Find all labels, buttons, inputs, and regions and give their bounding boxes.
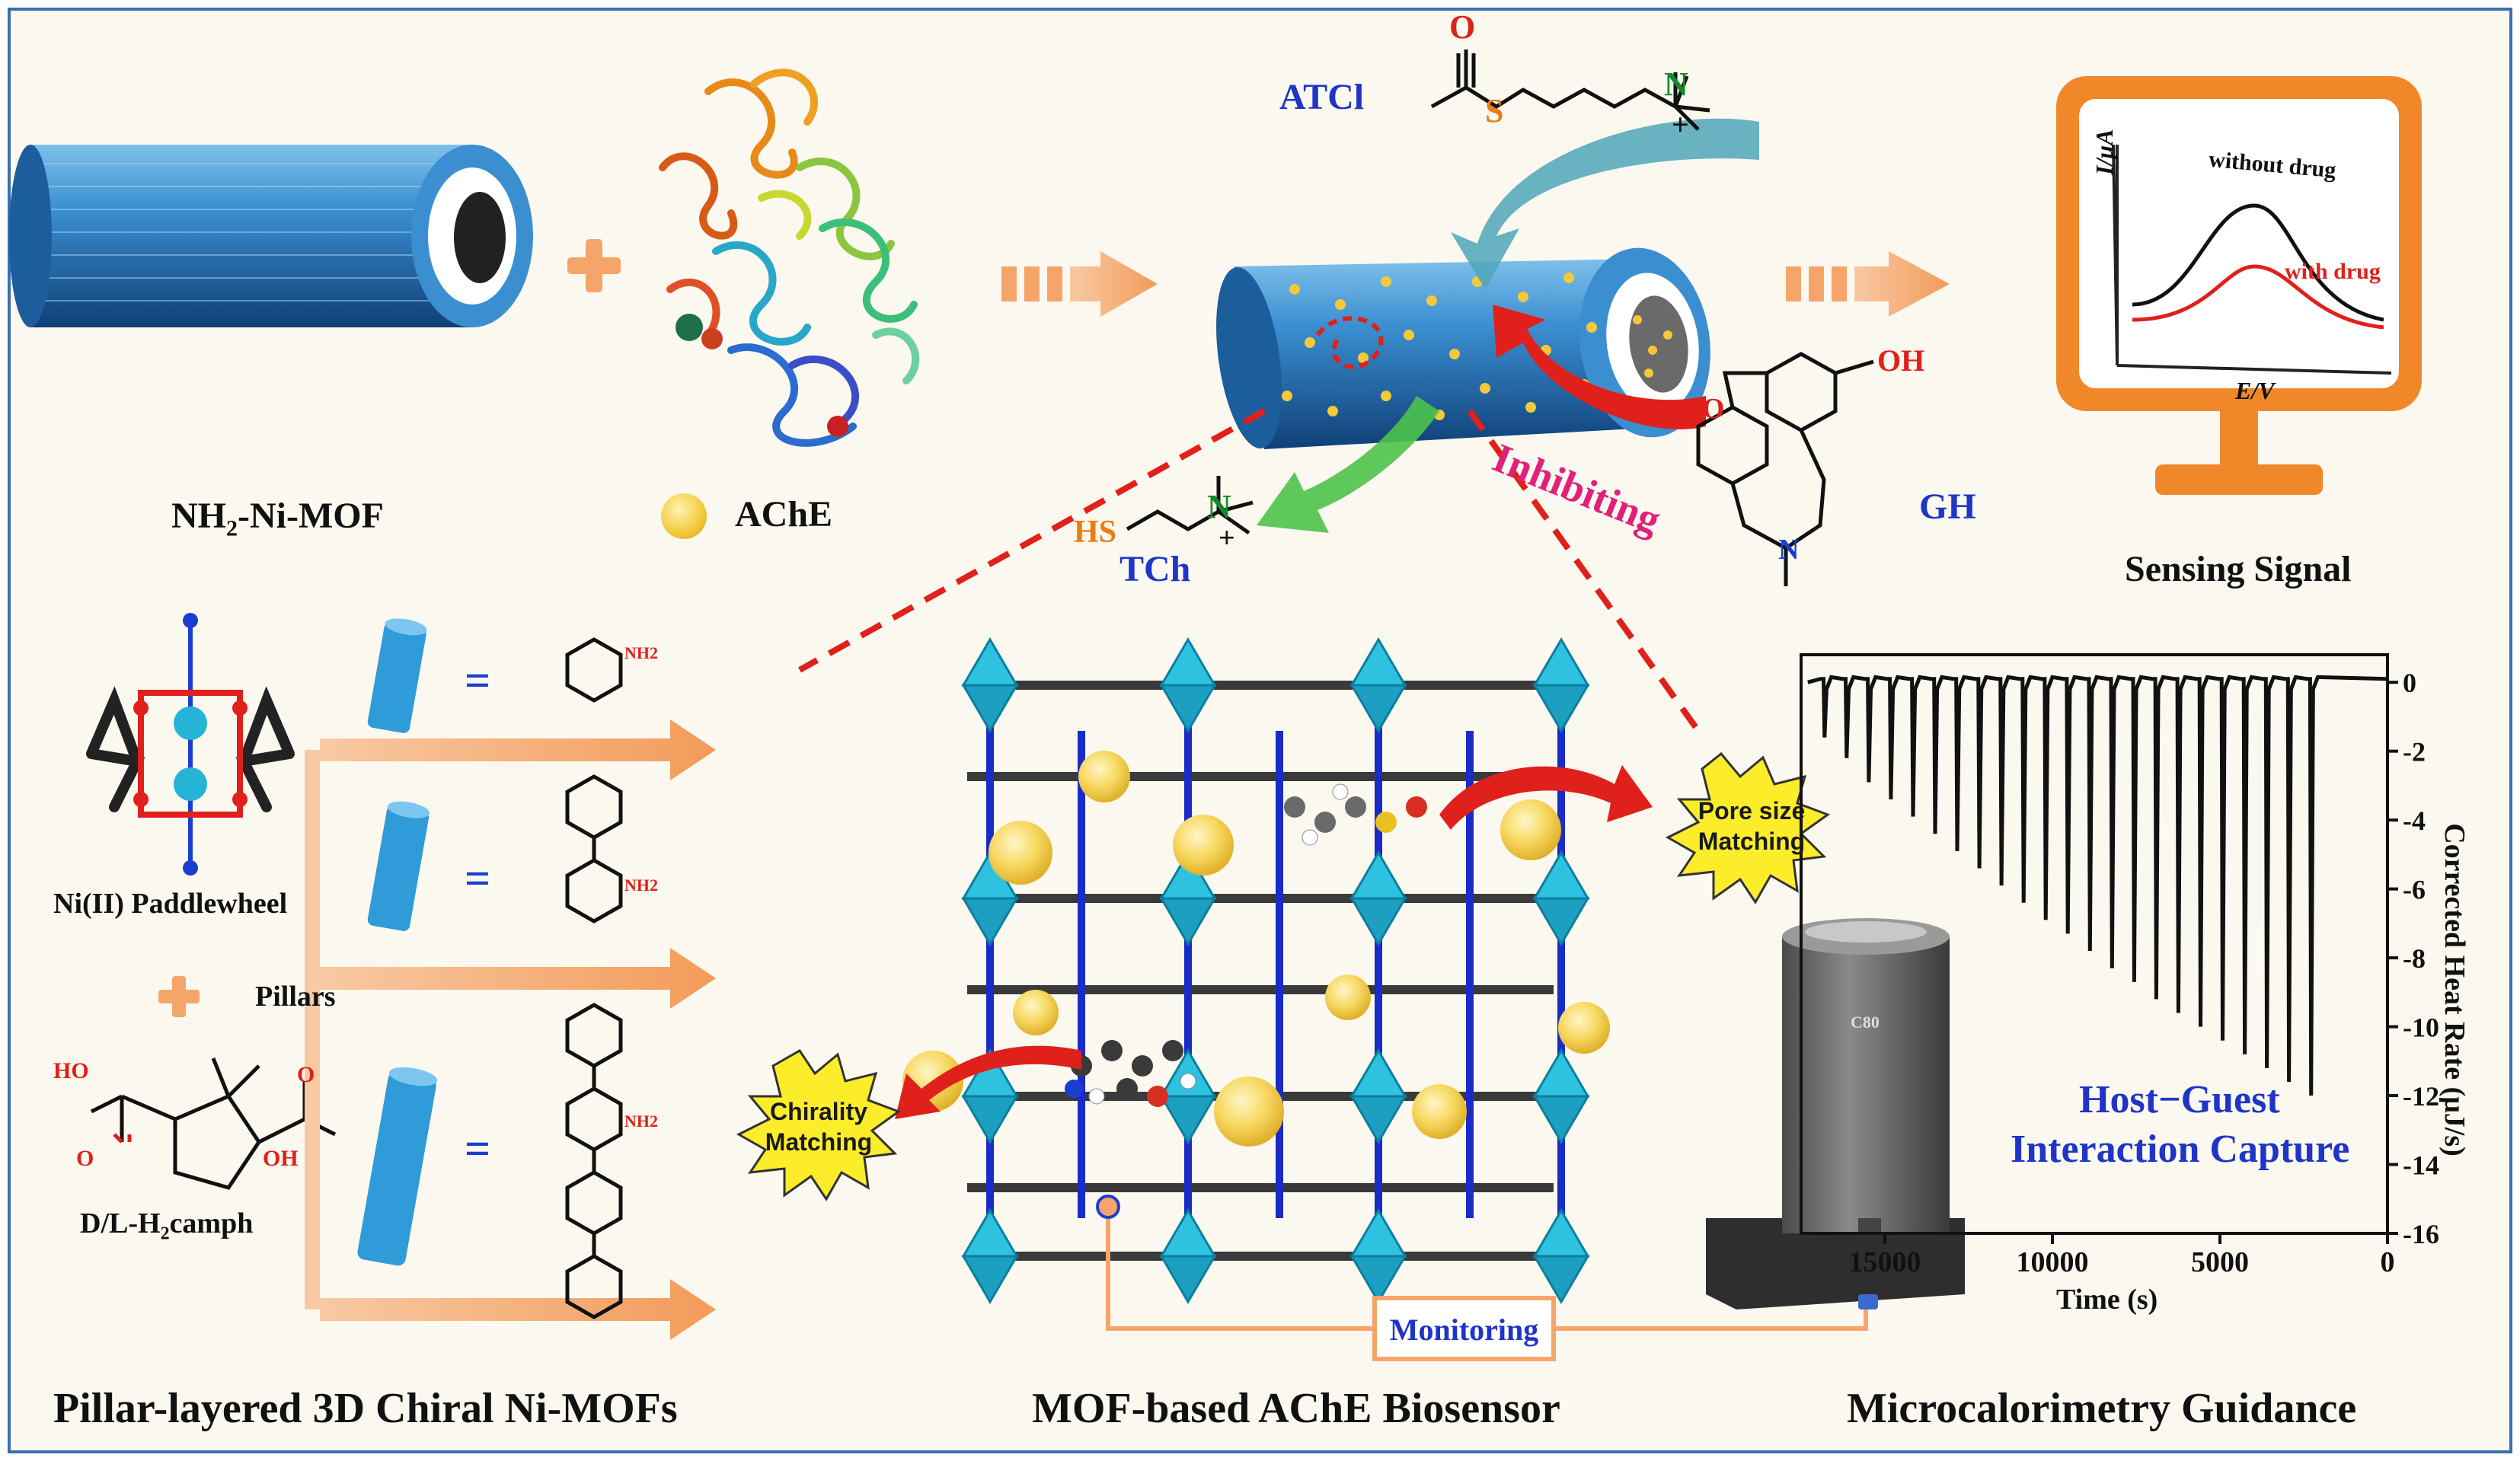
mof-label: NH2-Ni-MOF — [171, 496, 384, 541]
atcl-carbonyl-o: O — [1449, 8, 1476, 46]
tch-nitrogen: N — [1207, 488, 1231, 525]
annotation-line-2: Interaction Capture — [2011, 1128, 2350, 1171]
tch-charge: + — [1218, 522, 1235, 554]
monitoring-label: Monitoring — [1389, 1313, 1539, 1347]
equals-3: = — [465, 1124, 491, 1174]
zoom-line-right — [1467, 409, 1701, 733]
section-title-center: MOF-based AChE Biosensor — [1032, 1385, 1560, 1432]
cv-with-drug-label: with drug — [2285, 259, 2381, 284]
gh-structure — [1696, 352, 1874, 586]
camph-o-left: O — [76, 1146, 94, 1171]
calorimetry-ylabel: Corrected Heat Rate (μJ/s) — [2439, 823, 2470, 1156]
chirality-badge-text: Chirality Matching — [754, 1096, 883, 1157]
atcl-sulfur: S — [1485, 92, 1504, 129]
camph-o-right: O — [297, 1062, 315, 1087]
pillar-cylinders — [357, 618, 438, 1266]
y-tick-label: -4 — [2403, 805, 2426, 836]
monitoring-connector — [1106, 1211, 1868, 1331]
tch-structure — [1126, 476, 1254, 535]
equals-2: = — [465, 853, 491, 904]
pillar-arrows — [305, 719, 716, 1340]
camph-ho: HO — [53, 1058, 89, 1083]
gh-hydroxyl: OH — [1877, 343, 1925, 378]
section-title-left: Pillar-layered 3D Chiral Ni-MOFs — [53, 1385, 678, 1432]
calorimetry-series-line — [1807, 675, 2388, 1096]
atcl-charge: + — [1672, 107, 1689, 142]
pillar-ligand-structures — [565, 637, 623, 1319]
ache-protein-structure — [659, 69, 920, 447]
y-tick-label: -10 — [2403, 1013, 2439, 1043]
cv-ylabel: I/μA — [2090, 129, 2118, 175]
ache-label: AChE — [735, 494, 833, 534]
sensing-signal-label: Sensing Signal — [2125, 549, 2352, 589]
inhibiting-arrow — [1493, 305, 1706, 429]
instrument-label: C80 — [1851, 1013, 1880, 1032]
biosensor-tube — [1216, 247, 1710, 449]
mof-lattice — [902, 637, 1610, 1304]
chirality-badge-line-2: Matching — [765, 1128, 873, 1156]
x-tick-label: 10000 — [2017, 1246, 2089, 1278]
paddlewheel-label: Ni(II) Paddlewheel — [53, 888, 288, 920]
annotation-line-1: Host−Guest — [2079, 1078, 2280, 1121]
monitoring-box — [1372, 1296, 1556, 1361]
cv-xlabel: E/V — [2235, 377, 2275, 404]
section-title-right: Microcalorimetry Guidance — [1847, 1385, 2357, 1432]
y-tick-label: -2 — [2403, 737, 2426, 767]
y-tick-label: -12 — [2403, 1081, 2439, 1112]
camph-oh: OH — [263, 1146, 299, 1171]
zoom-line-left — [798, 408, 1266, 673]
gh-ether-o: O — [1702, 393, 1725, 425]
camph-label: D/L-H2camph — [80, 1207, 253, 1245]
arrow-to-chirality — [895, 1045, 1081, 1119]
camph-label-suffix: camph — [169, 1207, 254, 1239]
calorimetry-xlabel: Time (s) — [2056, 1284, 2158, 1316]
pore-badge-text: Pore size Matching — [1683, 796, 1820, 857]
mof-tube — [9, 145, 533, 327]
atcl-label: ATCl — [1279, 77, 1365, 117]
y-tick-label: -6 — [2403, 875, 2426, 905]
gh-label: GH — [1919, 486, 1976, 527]
arrow-to-pore — [1439, 765, 1653, 830]
pore-badge-line-1: Pore size — [1698, 797, 1806, 825]
nh2-2: NH2 — [624, 876, 658, 895]
gh-nitrogen: N — [1778, 534, 1800, 566]
calorimetry-plot-frame — [1800, 653, 2389, 1235]
sensing-monitor — [2056, 76, 2422, 495]
y-tick-label: -16 — [2403, 1219, 2439, 1249]
pillars-label: Pillars — [255, 981, 336, 1013]
chirality-badge-line-1: Chirality — [769, 1098, 868, 1125]
nh2-3: NH2 — [624, 1112, 658, 1131]
atcl-structure — [1430, 49, 1710, 131]
y-tick-label: 0 — [2403, 668, 2416, 698]
x-tick-label: 5000 — [2191, 1246, 2249, 1278]
camph-label-sub: 2 — [160, 1223, 170, 1244]
pore-badge-line-2: Matching — [1698, 828, 1806, 855]
tch-label: TCh — [1119, 549, 1191, 589]
tch-release-arrow — [1257, 396, 1439, 533]
atcl-entry-arrow — [1451, 118, 1759, 289]
arrow-to-biosensor — [1001, 251, 1158, 317]
plus-small-icon — [158, 976, 200, 1017]
equals-1: = — [465, 656, 491, 706]
nh2-1: NH2 — [624, 643, 658, 662]
plus-icon — [567, 239, 621, 292]
ache-sphere-icon — [661, 493, 707, 539]
paddlewheel-structure — [86, 613, 295, 876]
microcalorimeter-instrument — [1706, 918, 1965, 1309]
atcl-nitrogen: N — [1664, 65, 1688, 103]
camph-label-prefix: D/L-H — [80, 1207, 161, 1239]
y-tick-label: -8 — [2403, 943, 2426, 974]
tch-thiol: HS — [1074, 515, 1117, 550]
y-tick-label: -14 — [2403, 1150, 2439, 1181]
arrow-to-signal — [1786, 251, 1950, 317]
x-tick-label: 0 — [2381, 1246, 2395, 1278]
monitor-probe-point — [1096, 1195, 1120, 1219]
x-tick-label: 15000 — [1849, 1246, 1921, 1278]
chirality-badge-burst — [736, 1049, 902, 1201]
